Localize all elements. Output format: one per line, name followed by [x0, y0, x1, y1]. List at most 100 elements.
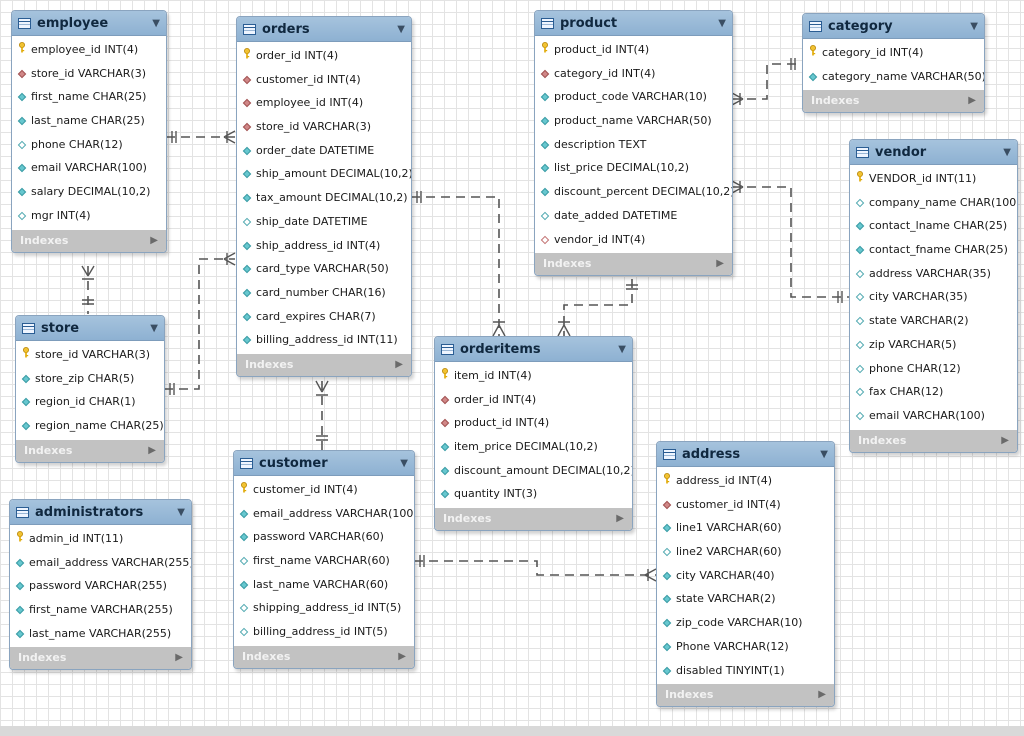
expand-arrow-icon[interactable]: ▶: [398, 650, 406, 662]
table-header[interactable]: vendor▼: [850, 140, 1017, 165]
table-category[interactable]: category▼category_id INT(4)category_name…: [802, 13, 985, 114]
column-row[interactable]: disabled TINYINT(1): [657, 659, 834, 683]
indexes-section[interactable]: Indexes▶: [657, 684, 834, 707]
column-row[interactable]: vendor_id INT(4): [535, 228, 732, 252]
indexes-section[interactable]: Indexes▶: [535, 253, 732, 276]
table-header[interactable]: store▼: [16, 316, 164, 341]
expand-arrow-icon[interactable]: ▶: [818, 689, 826, 701]
column-row[interactable]: ship_address_id INT(4): [237, 234, 411, 258]
indexes-section[interactable]: Indexes▶: [850, 429, 1017, 452]
column-row[interactable]: last_name CHAR(25): [12, 109, 166, 133]
column-row[interactable]: region_id CHAR(1): [16, 390, 164, 414]
collapse-arrow-icon[interactable]: ▼: [970, 20, 978, 32]
column-row[interactable]: contact_fname CHAR(25): [850, 238, 1017, 262]
column-row[interactable]: billing_address_id INT(5): [234, 620, 414, 644]
column-row[interactable]: category_id INT(4): [803, 41, 984, 65]
expand-arrow-icon[interactable]: ▶: [716, 258, 724, 270]
collapse-arrow-icon[interactable]: ▼: [718, 17, 726, 29]
table-header[interactable]: orderitems▼: [435, 337, 632, 362]
table-header[interactable]: administrators▼: [10, 500, 191, 525]
column-row[interactable]: quantity INT(3): [435, 482, 632, 506]
column-row[interactable]: phone CHAR(12): [12, 133, 166, 157]
table-employee[interactable]: employee▼employee_id INT(4)store_id VARC…: [11, 10, 167, 253]
expand-arrow-icon[interactable]: ▶: [150, 234, 158, 246]
column-row[interactable]: order_id INT(4): [237, 44, 411, 68]
column-row[interactable]: Phone VARCHAR(12): [657, 635, 834, 659]
column-row[interactable]: product_id INT(4): [435, 411, 632, 435]
column-row[interactable]: item_price DECIMAL(10,2): [435, 435, 632, 459]
column-row[interactable]: discount_amount DECIMAL(10,2): [435, 459, 632, 483]
column-row[interactable]: contact_lname CHAR(25): [850, 214, 1017, 238]
column-row[interactable]: city VARCHAR(40): [657, 564, 834, 588]
indexes-section[interactable]: Indexes▶: [10, 647, 191, 670]
column-row[interactable]: category_id INT(4): [535, 62, 732, 86]
column-row[interactable]: fax CHAR(12): [850, 380, 1017, 404]
expand-arrow-icon[interactable]: ▶: [395, 358, 403, 370]
column-row[interactable]: company_name CHAR(100): [850, 191, 1017, 215]
collapse-arrow-icon[interactable]: ▼: [150, 322, 158, 334]
column-row[interactable]: billing_address_id INT(11): [237, 328, 411, 352]
column-row[interactable]: last_name VARCHAR(255): [10, 622, 191, 646]
column-row[interactable]: store_id VARCHAR(3): [12, 62, 166, 86]
table-product[interactable]: product▼product_id INT(4)category_id INT…: [534, 10, 733, 277]
column-row[interactable]: email VARCHAR(100): [12, 156, 166, 180]
collapse-arrow-icon[interactable]: ▼: [618, 343, 626, 355]
column-row[interactable]: admin_id INT(11): [10, 527, 191, 551]
column-row[interactable]: shipping_address_id INT(5): [234, 596, 414, 620]
column-row[interactable]: city VARCHAR(35): [850, 285, 1017, 309]
column-row[interactable]: ship_amount DECIMAL(10,2): [237, 162, 411, 186]
table-header[interactable]: customer▼: [234, 451, 414, 476]
indexes-section[interactable]: Indexes▶: [435, 508, 632, 531]
column-row[interactable]: line2 VARCHAR(60): [657, 540, 834, 564]
column-row[interactable]: password VARCHAR(60): [234, 525, 414, 549]
table-vendor[interactable]: vendor▼VENDOR_id INT(11)company_name CHA…: [849, 139, 1018, 453]
column-row[interactable]: customer_id INT(4): [237, 68, 411, 92]
column-row[interactable]: salary DECIMAL(10,2): [12, 180, 166, 204]
column-row[interactable]: store_id VARCHAR(3): [237, 115, 411, 139]
indexes-section[interactable]: Indexes▶: [234, 645, 414, 668]
column-row[interactable]: state VARCHAR(2): [657, 587, 834, 611]
indexes-section[interactable]: Indexes▶: [16, 439, 164, 462]
column-row[interactable]: zip VARCHAR(5): [850, 333, 1017, 357]
column-row[interactable]: first_name CHAR(25): [12, 85, 166, 109]
column-row[interactable]: region_name CHAR(25): [16, 414, 164, 438]
column-row[interactable]: card_number CHAR(16): [237, 281, 411, 305]
indexes-section[interactable]: Indexes▶: [12, 229, 166, 252]
column-row[interactable]: product_id INT(4): [535, 38, 732, 62]
column-row[interactable]: store_id VARCHAR(3): [16, 343, 164, 367]
column-row[interactable]: employee_id INT(4): [237, 91, 411, 115]
collapse-arrow-icon[interactable]: ▼: [1003, 146, 1011, 158]
table-header[interactable]: orders▼: [237, 17, 411, 42]
column-row[interactable]: VENDOR_id INT(11): [850, 167, 1017, 191]
collapse-arrow-icon[interactable]: ▼: [177, 506, 185, 518]
column-row[interactable]: card_type VARCHAR(50): [237, 257, 411, 281]
expand-arrow-icon[interactable]: ▶: [968, 95, 976, 107]
column-row[interactable]: email VARCHAR(100): [850, 404, 1017, 428]
collapse-arrow-icon[interactable]: ▼: [397, 23, 405, 35]
column-row[interactable]: product_name VARCHAR(50): [535, 109, 732, 133]
column-row[interactable]: order_date DATETIME: [237, 139, 411, 163]
table-address[interactable]: address▼address_id INT(4)customer_id INT…: [656, 441, 835, 708]
column-row[interactable]: list_price DECIMAL(10,2): [535, 156, 732, 180]
table-customer[interactable]: customer▼customer_id INT(4)email_address…: [233, 450, 415, 669]
column-row[interactable]: customer_id INT(4): [234, 478, 414, 502]
column-row[interactable]: address VARCHAR(35): [850, 262, 1017, 286]
column-row[interactable]: phone CHAR(12): [850, 357, 1017, 381]
column-row[interactable]: customer_id INT(4): [657, 493, 834, 517]
expand-arrow-icon[interactable]: ▶: [1001, 434, 1009, 446]
collapse-arrow-icon[interactable]: ▼: [400, 457, 408, 469]
table-header[interactable]: employee▼: [12, 11, 166, 36]
expand-arrow-icon[interactable]: ▶: [175, 652, 183, 664]
table-header[interactable]: category▼: [803, 14, 984, 39]
column-row[interactable]: date_added DATETIME: [535, 204, 732, 228]
column-row[interactable]: tax_amount DECIMAL(10,2): [237, 186, 411, 210]
column-row[interactable]: last_name VARCHAR(60): [234, 573, 414, 597]
column-row[interactable]: product_code VARCHAR(10): [535, 85, 732, 109]
column-row[interactable]: first_name VARCHAR(60): [234, 549, 414, 573]
table-administrators[interactable]: administrators▼admin_id INT(11)email_add…: [9, 499, 192, 671]
expand-arrow-icon[interactable]: ▶: [616, 513, 624, 525]
column-row[interactable]: email_address VARCHAR(100): [234, 502, 414, 526]
column-row[interactable]: state VARCHAR(2): [850, 309, 1017, 333]
column-row[interactable]: line1 VARCHAR(60): [657, 516, 834, 540]
column-row[interactable]: zip_code VARCHAR(10): [657, 611, 834, 635]
